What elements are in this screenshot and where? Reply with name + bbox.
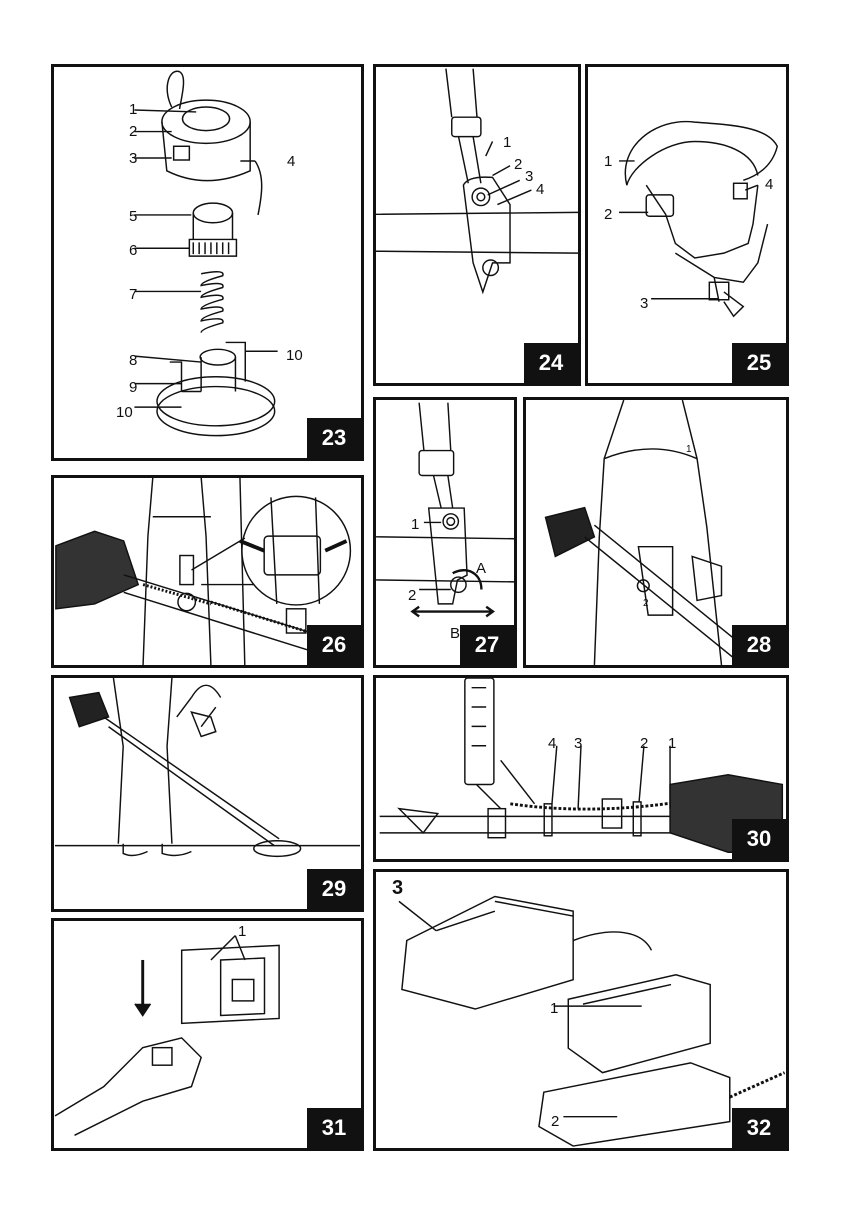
- figure-28: 1 2 28: [523, 397, 789, 668]
- figure-number: 24: [524, 343, 578, 383]
- figure-27: 1 2 A B 27: [373, 397, 517, 668]
- callout-8: 8: [129, 353, 137, 369]
- figure-25: 1 2 3 4 25: [585, 64, 789, 386]
- callout-1: 1: [129, 102, 137, 118]
- figure-number: 32: [732, 1108, 786, 1148]
- callout-4: 4: [765, 177, 773, 193]
- callout-6: 6: [129, 243, 137, 259]
- callout-10-lower: 10: [116, 405, 133, 421]
- callout-1: 1: [604, 154, 612, 170]
- callout-3: 3: [129, 151, 137, 167]
- figure-number: 25: [732, 343, 786, 383]
- callout-5: 5: [129, 209, 137, 225]
- callout-4: 4: [536, 182, 544, 198]
- callout-3: 3: [392, 880, 403, 896]
- shoulder-strap-hook-illustration: [376, 67, 578, 383]
- callout-2: 2: [640, 736, 648, 752]
- figure-29: 29: [51, 675, 364, 912]
- callout-3: 3: [640, 296, 648, 312]
- callout-2: 2: [514, 157, 522, 173]
- callout-4: 4: [287, 154, 295, 170]
- trimmer-head-exploded-illustration: [54, 67, 361, 458]
- battery-charging-illustration: [376, 872, 786, 1148]
- callout-1: 1: [668, 736, 676, 752]
- callout-B: B: [450, 626, 460, 642]
- figure-number: 31: [307, 1108, 361, 1148]
- figure-30: 4 3 2 1 30: [373, 675, 789, 862]
- harness-illustration: [588, 67, 786, 383]
- callout-3: 3: [525, 169, 533, 185]
- callout-1: 1: [411, 517, 419, 533]
- callout-7: 7: [129, 287, 137, 303]
- figure-number: 30: [732, 819, 786, 859]
- callout-2: 2: [129, 124, 137, 140]
- figure-number: 28: [732, 625, 786, 665]
- figure-31: 1 31: [51, 918, 364, 1151]
- callout-3: 3: [574, 736, 582, 752]
- callout-1: 1: [238, 924, 246, 940]
- cable-clips-illustration: [376, 678, 786, 859]
- figure-24: 1 2 3 4 24: [373, 64, 581, 386]
- callout-2: 2: [551, 1114, 559, 1130]
- callout-2: 2: [408, 588, 416, 604]
- figure-number: 29: [307, 869, 361, 909]
- callout-1: 1: [550, 1001, 558, 1017]
- figure-number: 26: [307, 625, 361, 665]
- figure-32: 3 1 2 32: [373, 869, 789, 1151]
- callout-9: 9: [129, 380, 137, 396]
- callout-1: 1: [686, 442, 692, 458]
- callout-4: 4: [548, 736, 556, 752]
- figure-23: 1 2 3 4 5 6 7 8 9 10 10 23: [51, 64, 364, 461]
- callout-2: 2: [604, 207, 612, 223]
- figure-number: 23: [307, 418, 361, 458]
- callout-A: A: [476, 561, 486, 577]
- callout-2: 2: [643, 596, 649, 612]
- figure-26: 26: [51, 475, 364, 668]
- figure-number: 27: [460, 625, 514, 665]
- callout-10-upper: 10: [286, 348, 303, 364]
- callout-1: 1: [503, 135, 511, 151]
